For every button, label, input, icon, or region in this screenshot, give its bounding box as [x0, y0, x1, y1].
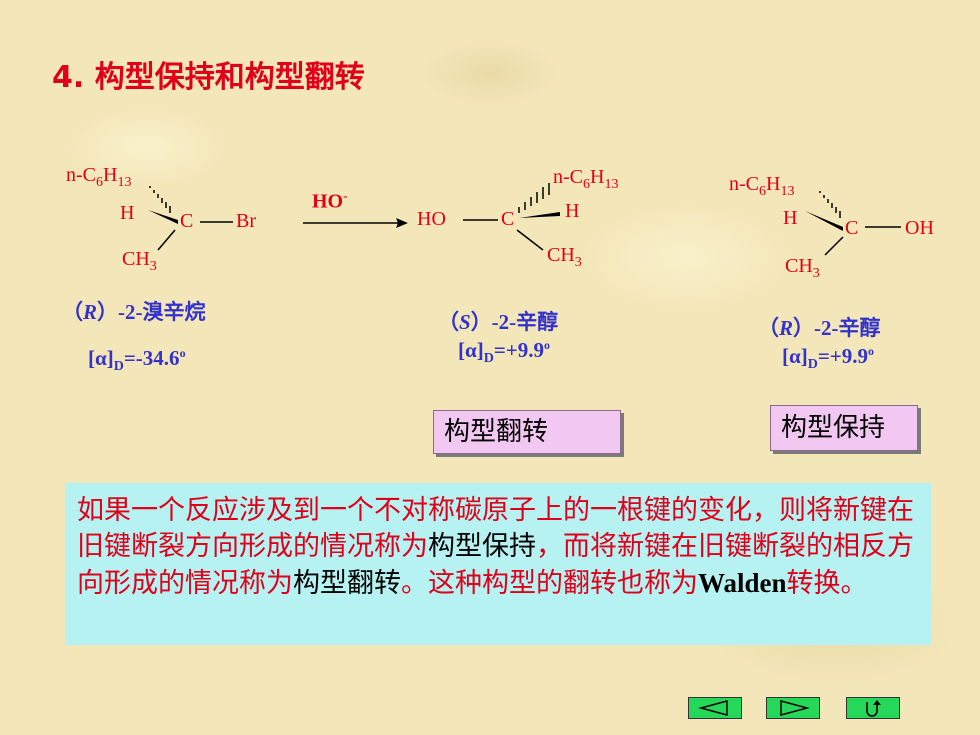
group-label: n-C — [729, 173, 759, 195]
br-atom: Br — [236, 210, 256, 232]
rot-symbol: [α] — [458, 338, 484, 362]
note-text: 。这种构型的翻转也称为 — [401, 568, 698, 599]
note-text: 转换。 — [786, 568, 868, 599]
degree: o — [544, 338, 551, 352]
inverted-bonds — [463, 183, 560, 251]
c-atom: C — [501, 208, 515, 230]
config-label: S — [459, 310, 471, 334]
name-text: ）-2-辛醇 — [470, 310, 559, 334]
rot-value: =-34.6 — [123, 346, 180, 370]
retained-bonds — [805, 191, 901, 256]
subscript: 13 — [604, 177, 619, 192]
keyword-inversion: 构型翻转 — [293, 568, 401, 599]
h-atom: H — [120, 202, 135, 224]
subscript: D — [483, 351, 494, 367]
retention-label-box: 构型保持 — [770, 405, 918, 451]
subscript: 13 — [117, 175, 132, 190]
triangle-left-icon — [698, 700, 728, 716]
inverted-product-rotation: [α]D=+9.9o — [458, 338, 550, 367]
charge: - — [343, 188, 348, 203]
retained-product-rotation: [α]D=+9.9o — [782, 344, 874, 373]
inverted-product-name: （S）-2-辛醇 — [438, 306, 558, 336]
name-text: ）-2-溴辛烷 — [97, 300, 206, 324]
wedge-bond — [519, 212, 560, 218]
group-label: n-C — [66, 164, 96, 186]
triangle-right-icon — [780, 700, 810, 716]
walden-term: Walden — [698, 568, 787, 598]
c-atom: C — [180, 210, 194, 232]
arrow-icon — [303, 218, 408, 228]
reaction-arrow: HO- — [300, 188, 410, 238]
group-label: n-C — [553, 166, 583, 188]
slide-title: 4. 构型保持和构型翻转 — [52, 60, 365, 95]
paren: （ — [438, 310, 459, 334]
methyl-label: CH — [547, 244, 575, 266]
subscript: 13 — [780, 184, 795, 199]
reactant-name: （R）-2-溴辛烷 — [62, 296, 206, 326]
inversion-label-box: 构型翻转 — [433, 410, 621, 454]
reactant-rotation: [α]D=-34.6o — [88, 346, 186, 375]
name-text: ）-2-辛醇 — [793, 316, 881, 340]
paren: （ — [62, 300, 83, 324]
rot-symbol: [α] — [782, 344, 808, 368]
subscript: 6 — [96, 175, 103, 190]
paren: （ — [758, 316, 779, 340]
group-label: H — [590, 166, 605, 188]
note-text: ，而将新键在旧键断裂的相反方向形成的情况称为 — [77, 531, 914, 599]
config-label: R — [83, 300, 98, 324]
group-label: H — [766, 173, 781, 195]
h-atom: H — [565, 200, 580, 222]
return-arrow-icon — [866, 700, 881, 717]
wedge-bond — [148, 210, 178, 224]
subscript: D — [807, 357, 818, 373]
rot-symbol: [α] — [88, 346, 114, 370]
return-button[interactable] — [846, 697, 900, 719]
hash-bond — [518, 183, 550, 213]
group-label: H — [103, 164, 118, 186]
keyword-retention: 构型保持 — [428, 531, 536, 562]
subscript: 6 — [759, 184, 766, 199]
degree: o — [868, 344, 875, 358]
degree: o — [179, 346, 186, 360]
methyl-label: CH — [122, 248, 150, 270]
oh-group: OH — [905, 217, 934, 239]
subscript: 3 — [574, 255, 582, 270]
h-atom: H — [783, 207, 798, 229]
explanation-box: 如果一个反应涉及到一个不对称碳原子上的一根键的变化，则将新键在旧键断裂方向形成的… — [65, 483, 931, 645]
prev-slide-button[interactable] — [688, 697, 742, 719]
retained-product-structure: n-C6H13 H C OH CH3 — [725, 165, 955, 285]
config-label: R — [779, 316, 794, 340]
inverted-product-structure: n-C6H13 HO C H CH3 — [415, 160, 645, 280]
hash-bond — [149, 186, 171, 213]
retained-product-name: （R）-2-辛醇 — [758, 312, 881, 342]
subscript: D — [113, 359, 124, 375]
wedge-bond — [805, 211, 843, 231]
rot-value: =+9.9 — [817, 344, 869, 368]
rot-value: =+9.9 — [493, 338, 545, 362]
note-text: 如果一个反应涉及到一个不对称碳原子上的一根键的变化，则将新键在旧键断裂方向形成的… — [77, 495, 914, 562]
c-atom: C — [845, 217, 859, 239]
subscript: 6 — [583, 177, 590, 192]
hash-bond — [819, 191, 841, 218]
methyl-label: CH — [785, 255, 813, 277]
reactant-structure: n-C6H13 H C Br CH3 — [60, 160, 280, 280]
ho-group: HO — [417, 208, 446, 230]
next-slide-button[interactable] — [766, 697, 820, 719]
reactant-bonds — [148, 186, 233, 251]
subscript: 3 — [149, 259, 157, 274]
reagent-label: HO — [312, 190, 344, 213]
subscript: 3 — [812, 266, 820, 281]
